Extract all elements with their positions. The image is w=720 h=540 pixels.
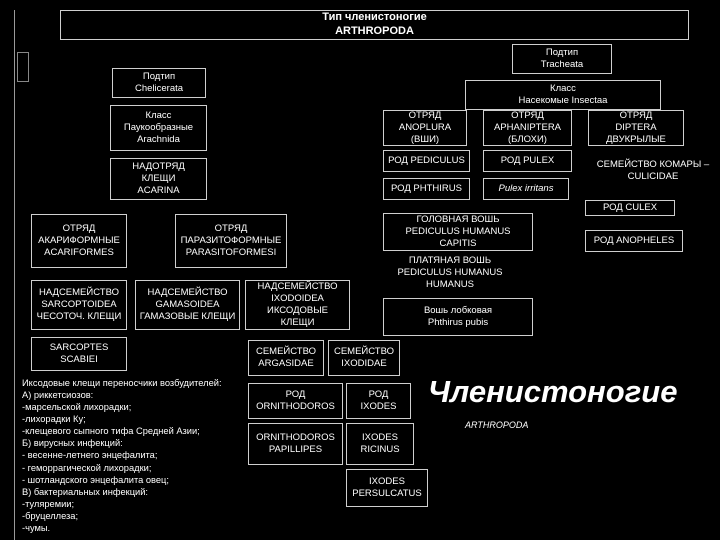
node-pediculus: РОД PEDICULUS: [383, 150, 470, 172]
node-pubic-louse: Вошь лобковая Phthirus pubis: [383, 298, 533, 336]
node-gamasoidea: НАДСЕМЕЙСТВО GAMASOIDEA ГАМАЗОВЫЕ КЛЕЩИ: [135, 280, 240, 330]
node-culicidae: СЕМЕЙСТВО КОМАРЫ – CULICIDAE: [596, 159, 710, 182]
node-aphaniptera: ОТРЯД APHANIPTERA (БЛОХИ): [483, 110, 572, 146]
node-anoplura: ОТРЯД ANOPLURA (ВШИ): [383, 110, 467, 146]
node-sarcoptes: SARCOPTES SCABIEI: [31, 337, 127, 371]
node-tracheata: Подтип Tracheata: [512, 44, 612, 74]
node-arachnida: Класс Паукообразные Arachnida: [110, 105, 207, 151]
connector: [14, 10, 15, 540]
node-insecta: Класс Насекомые Insectaa: [465, 80, 661, 110]
node-ixodes: РОД IXODES: [346, 383, 411, 419]
node-diptera: ОТРЯД DIPTERA ДВУКРЫЛЫЕ: [588, 110, 684, 146]
node-argasidae: СЕМЕЙСТВО ARGASIDAE: [248, 340, 324, 376]
node-pulex: РОД PULEX: [483, 150, 572, 172]
node-ixodidae: СЕМЕЙСТВО IXODIDAE: [328, 340, 400, 376]
node-head-louse: ГОЛОВНАЯ ВОШЬ PEDICULUS HUMANUS CAPITIS: [383, 213, 533, 251]
node-acariformes: ОТРЯД АКАРИФОРМНЫЕ ACARIFORMES: [31, 214, 127, 268]
diagram-title: Тип членистоногие ARTHROPODA: [60, 10, 689, 40]
node-ornithodoros: РОД ORNITHODOROS: [248, 383, 343, 419]
node-chelicerata: Подтип Chelicerata: [112, 68, 206, 98]
big-title: Членистоногие: [428, 374, 678, 409]
node-acarina: НАДОТРЯД КЛЕЩИ ACARINA: [110, 158, 207, 200]
node-persulcatus: IXODES PERSULCATUS: [346, 469, 428, 507]
node-pulex-irritans: Pulex irritans: [483, 178, 569, 200]
node-parasitiformes: ОТРЯД ПАРАЗИТОФОРМНЫЕ PARASITOFORMESI: [175, 214, 287, 268]
node-phthirus: РОД PHTHIRUS: [383, 178, 470, 200]
node-ixodoidea: НАДСЕМЕЙСТВО IXODOIDEA ИКСОДОВЫЕ КЛЕЩИ: [245, 280, 350, 330]
node-culex: РОД CULEX: [585, 200, 675, 216]
node-anopheles: РОД ANOPHELES: [585, 230, 683, 252]
vector-notes: Иксодовые клещи переносчики возбудителей…: [22, 378, 222, 533]
node-body-louse: ПЛАТЯНАЯ ВОШЬ PEDICULUS HUMANUS HUMANUS: [397, 255, 503, 290]
big-subtitle: ARTHROPODA: [465, 420, 529, 430]
node-papillipes: ORNITHODOROS PAPILLIPES: [248, 423, 343, 465]
node-ricinus: IXODES RICINUS: [346, 423, 414, 465]
decor-square: [17, 52, 29, 82]
node-sarcoptoidea: НАДСЕМЕЙСТВО SARCOPTOIDEA ЧЕСОТОЧ. КЛЕЩИ: [31, 280, 127, 330]
